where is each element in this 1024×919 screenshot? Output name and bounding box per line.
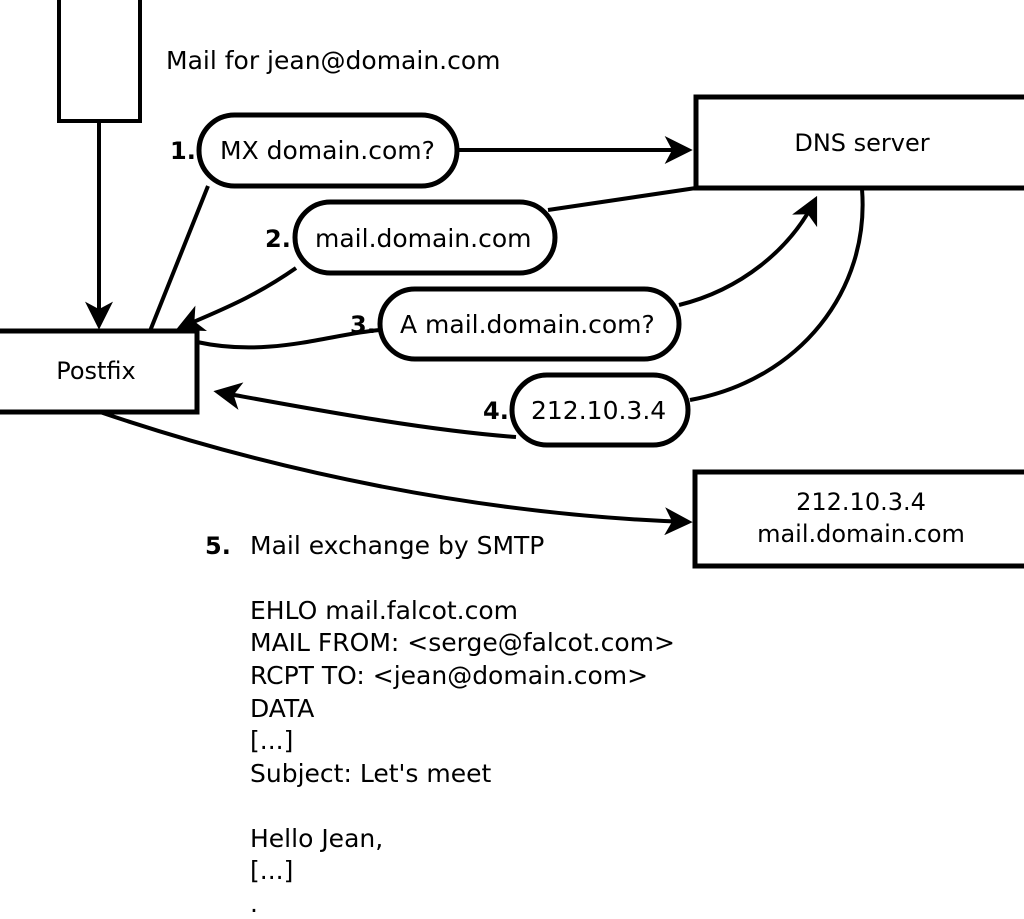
step-5-label: Mail exchange by SMTP	[250, 531, 544, 560]
remote-server-ip: 212.10.3.4	[796, 488, 926, 516]
smtp-transcript-line: DATA	[250, 694, 314, 723]
step-3-bubble[interactable]	[377, 286, 682, 362]
edge-postfix-to-step3	[196, 328, 381, 350]
smtp-transcript-line: .	[250, 889, 258, 918]
sender-box[interactable]	[57, 0, 142, 123]
smtp-transcript-line: RCPT TO: <jean@domain.com>	[250, 661, 648, 690]
edge-dns-to-step4	[689, 188, 865, 402]
edge-step2-to-postfix	[175, 266, 298, 332]
smtp-transcript-line: [...]	[250, 726, 293, 755]
remote-mail-server-box[interactable]	[692, 469, 1024, 569]
step-1-label: MX domain.com?	[220, 136, 435, 165]
edge-postfix-to-step1	[148, 185, 210, 332]
step-4-number: 4.	[483, 397, 509, 425]
smtp-transcript-line: EHLO mail.falcot.com	[250, 596, 518, 625]
smtp-transcript-line: Subject: Let's meet	[250, 759, 491, 788]
step-3-label: A mail.domain.com?	[400, 310, 655, 339]
step-2-label: mail.domain.com	[315, 224, 531, 253]
smtp-transcript-line: [...]	[250, 856, 293, 885]
step-4-label: 212.10.3.4	[531, 396, 666, 425]
edge-dns-to-step2	[547, 186, 697, 212]
smtp-transcript-line: Hello Jean,	[250, 824, 383, 853]
step-1-number: 1.	[170, 137, 196, 165]
step-5-number: 5.	[205, 532, 231, 560]
dns-server-box[interactable]	[693, 94, 1024, 191]
step-4-bubble[interactable]	[509, 372, 691, 448]
remote-server-hostname: mail.domain.com	[757, 520, 965, 548]
step-1-bubble[interactable]	[196, 112, 460, 189]
step-2-bubble[interactable]	[292, 199, 558, 276]
edge-step3-to-dns	[678, 195, 818, 307]
postfix-label: Postfix	[56, 357, 136, 385]
dns-server-label: DNS server	[794, 129, 929, 157]
postfix-box[interactable]	[0, 328, 200, 415]
edge-postfix-to-remote	[99, 410, 693, 536]
smtp-transcript-line: MAIL FROM: <serge@falcot.com>	[250, 628, 675, 657]
caption-mail-for: Mail for jean@domain.com	[166, 46, 501, 75]
step-2-number: 2.	[265, 225, 291, 253]
step-3-number: 3.	[350, 311, 376, 339]
edge-step4-to-postfix	[213, 382, 517, 439]
